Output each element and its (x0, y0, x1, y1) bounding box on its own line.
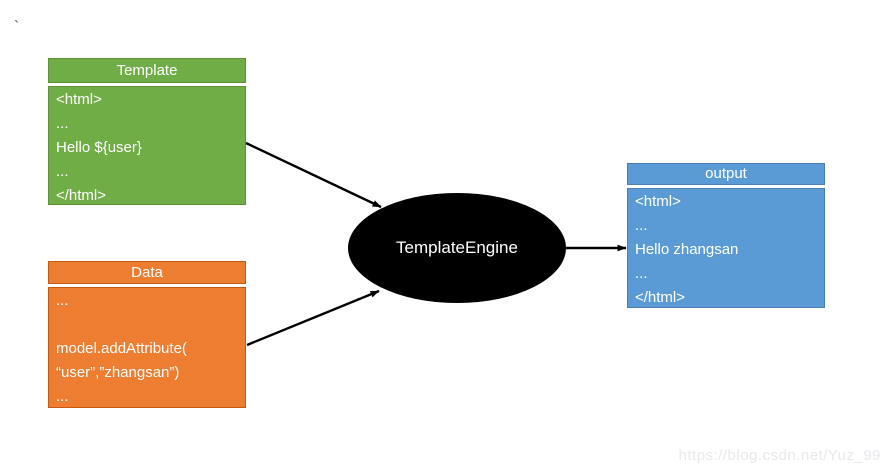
arrow-template-to-engine (245, 141, 382, 209)
template-engine-label: TemplateEngine (396, 238, 518, 257)
code-line: ... (56, 163, 69, 180)
code-line: </html> (56, 187, 107, 204)
code-line: <html> (56, 91, 102, 108)
code-line: ... (56, 292, 69, 309)
code-line (56, 313, 245, 337)
output-node-title: output (627, 163, 825, 185)
code-line: ... (56, 388, 69, 405)
data-node-body: ... model.addAttribute( “user”,”zhangsan… (48, 287, 246, 408)
code-line: Hello zhangsan (635, 241, 739, 258)
template-node-body: <html> ... Hello ${user} ... </html> (48, 86, 246, 205)
template-node: Template <html> ... Hello ${user} ... </… (48, 58, 246, 205)
code-line: </html> (635, 289, 686, 306)
code-line: “user”,”zhangsan”) (56, 364, 180, 381)
code-line: ... (56, 115, 69, 132)
arrow-data-to-engine (246, 289, 380, 347)
code-line: Hello ${user} (56, 139, 142, 156)
data-node: Data ... model.addAttribute( “user”,”zha… (48, 261, 246, 408)
template-node-title: Template (48, 58, 246, 83)
code-line: <html> (635, 193, 681, 210)
code-line: ... (635, 265, 648, 282)
output-node-body: <html> ... Hello zhangsan ... </html> (627, 188, 825, 308)
watermark: https://blog.csdn.net/Yuz_99 (678, 447, 881, 464)
code-line: ... (635, 217, 648, 234)
data-node-title: Data (48, 261, 246, 284)
output-node: output <html> ... Hello zhangsan ... </h… (627, 163, 825, 308)
stray-mark: ` (14, 18, 19, 35)
template-engine-node: TemplateEngine (348, 193, 566, 303)
code-line: model.addAttribute( (56, 340, 187, 357)
